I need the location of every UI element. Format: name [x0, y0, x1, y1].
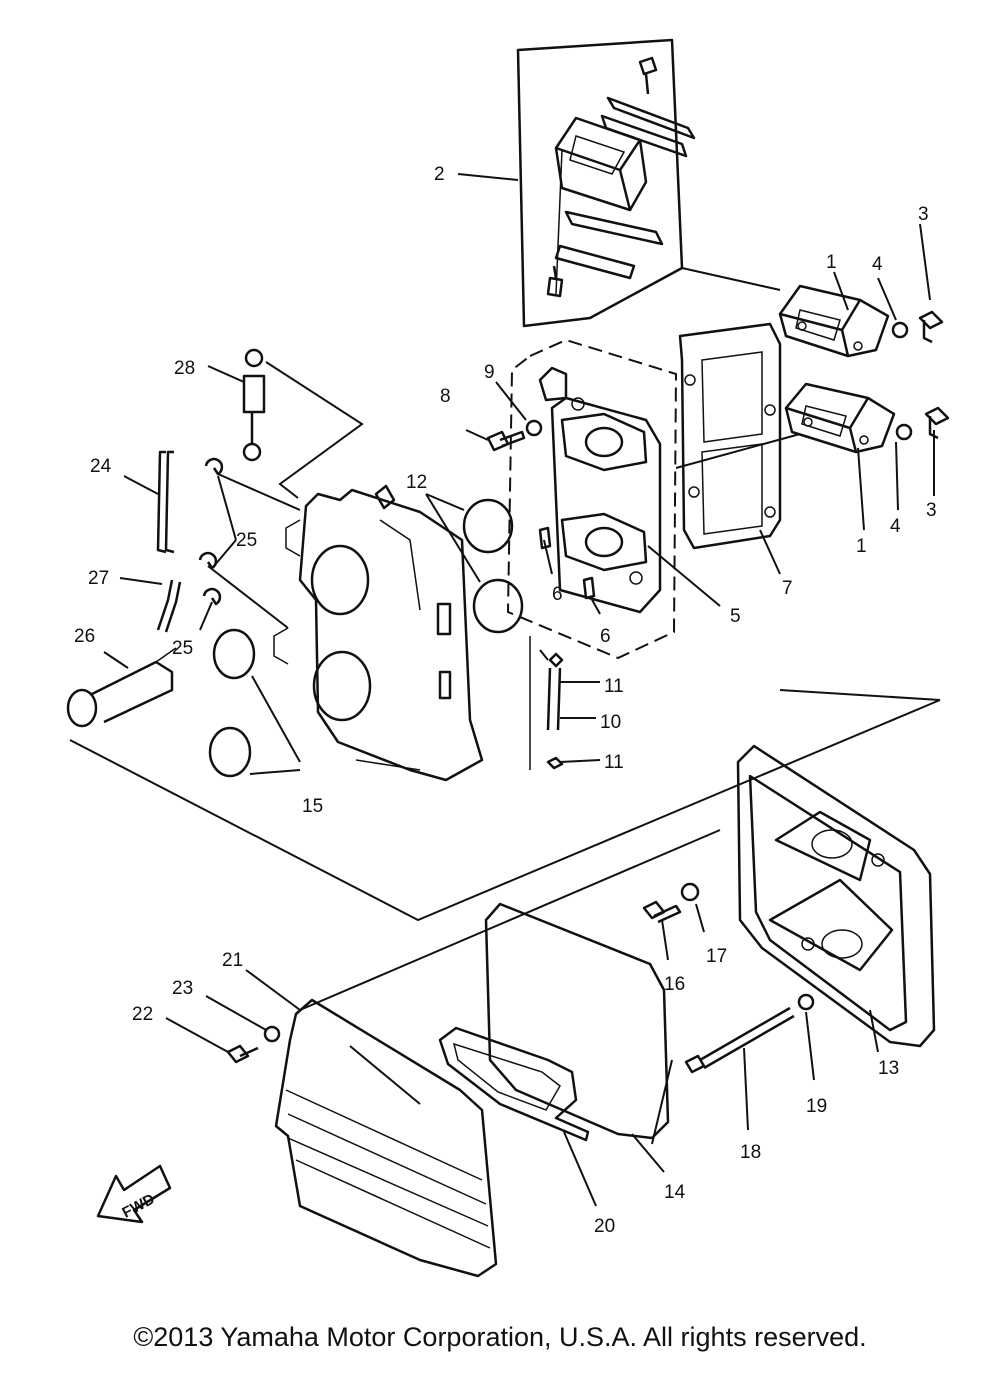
long-bolt-and-washer: [684, 993, 815, 1074]
cover-gasket: [484, 902, 670, 1140]
callout-1: 1: [856, 536, 867, 557]
bolt-and-washer-cover: [642, 882, 700, 924]
carburetor-body: [273, 484, 484, 782]
callout-19: 19: [806, 1096, 827, 1117]
callout-11: 11: [604, 752, 624, 773]
intake-manifold: [506, 338, 678, 660]
callout-9: 9: [484, 362, 495, 383]
callout-2: 2: [434, 164, 445, 185]
leader-lines: [103, 173, 935, 1207]
callout-4: 4: [872, 254, 883, 275]
callout-3: 3: [926, 500, 937, 521]
callout-13: 13: [878, 1058, 899, 1079]
callout-24: 24: [90, 456, 112, 477]
callout-20: 20: [594, 1216, 615, 1237]
choke-knob: [66, 647, 177, 728]
callout-12: 12: [406, 472, 427, 493]
bolt-and-washer-manifold: [486, 419, 543, 452]
callout-16: 16: [664, 974, 685, 995]
callout-25: 25: [236, 530, 257, 551]
callout-11: 11: [604, 676, 624, 697]
reed-valve-lower: [784, 382, 896, 454]
callout-25: 25: [172, 638, 193, 659]
callout-26: 26: [74, 626, 95, 647]
outer-cover: [274, 998, 498, 1278]
forward-arrow-icon: FWD: [96, 1164, 172, 1224]
callout-23: 23: [172, 978, 193, 999]
callout-3: 3: [918, 204, 929, 225]
callout-17: 17: [706, 946, 727, 967]
parts-diagram: FWD 2 3 3 4 4 1 1 28 9 8 12 24 25 25 27 …: [66, 38, 950, 1278]
o-rings-15: [208, 628, 256, 778]
callout-7: 7: [782, 578, 793, 599]
silencer-plate: [438, 1026, 590, 1142]
callout-10: 10: [600, 712, 621, 733]
callout-6: 6: [552, 584, 563, 605]
callout-15: 15: [302, 796, 323, 817]
assembly-outline: [69, 689, 941, 1011]
callout-4: 4: [890, 516, 901, 537]
washers-and-screws-right: [891, 310, 950, 441]
callout-14: 14: [664, 1182, 686, 1203]
copyright-notice: ©2013 Yamaha Motor Corporation, U.S.A. A…: [133, 1322, 867, 1352]
reed-valve-upper: [778, 284, 890, 358]
pin-and-clips: [529, 636, 564, 770]
intake-cover: [736, 744, 936, 1048]
callout-18: 18: [740, 1142, 761, 1163]
o-rings-12: [462, 498, 524, 634]
link-rod: [242, 348, 266, 462]
gasket-manifold: [678, 322, 782, 550]
callout-27: 27: [88, 568, 109, 589]
callout-labels: 2 3 3 4 4 1 1 28 9 8 12 24 25 25 27 26 6…: [74, 164, 937, 1237]
callout-28: 28: [174, 358, 195, 379]
callout-6: 6: [600, 626, 611, 647]
callout-5: 5: [730, 606, 741, 627]
hose-clips: [198, 457, 224, 606]
fuel-hoses: [156, 450, 182, 633]
callout-21: 21: [222, 950, 243, 971]
screw-and-washer-outer: [226, 1025, 281, 1064]
callout-1: 1: [826, 252, 837, 273]
callout-8: 8: [440, 386, 451, 407]
callout-22: 22: [132, 1004, 153, 1025]
reed-valve-kit-group: [516, 38, 696, 328]
